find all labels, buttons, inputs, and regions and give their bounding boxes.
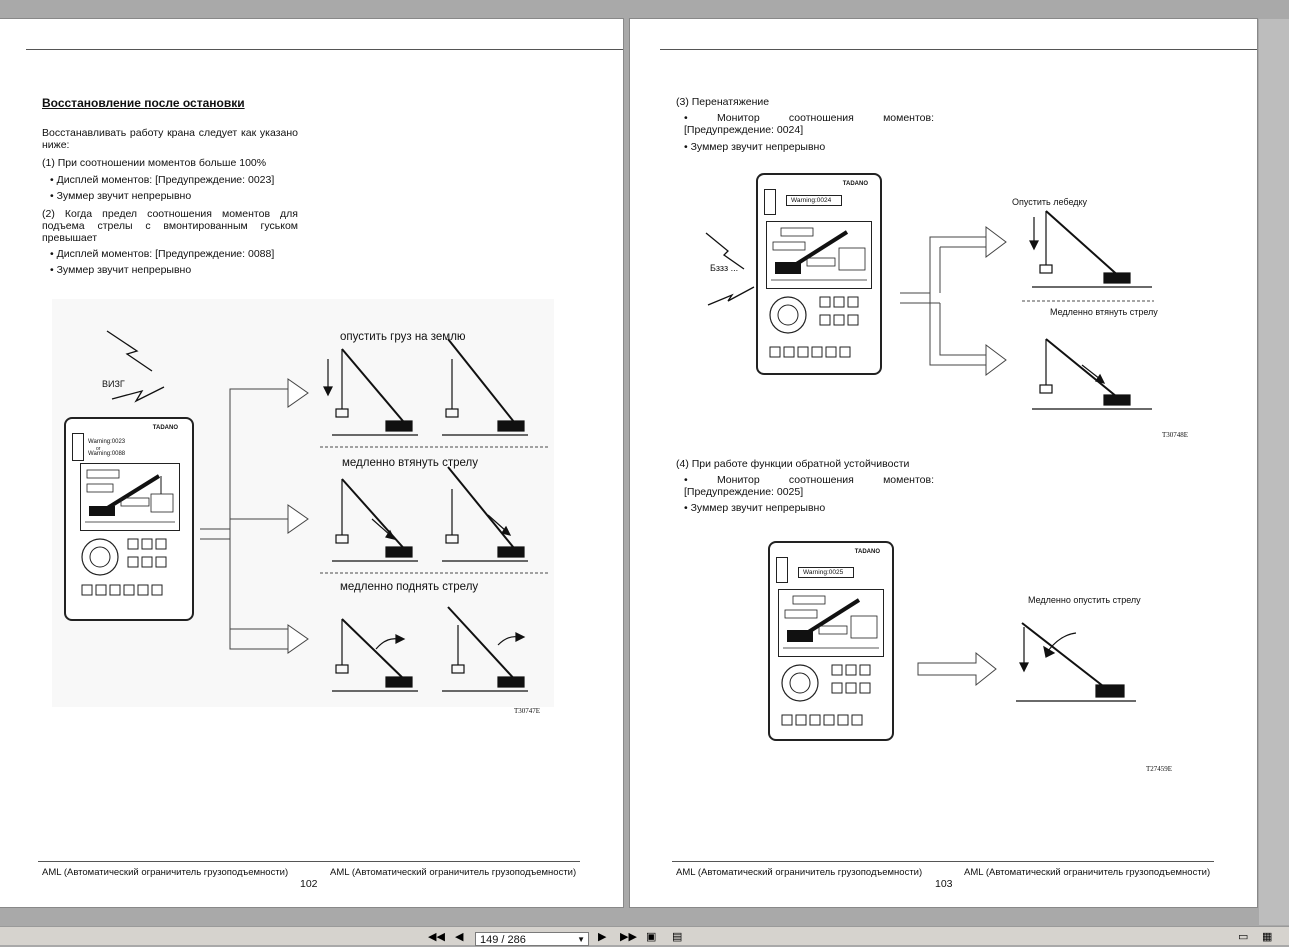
item-2: (2) Когда предел соотношения моментов дл…: [42, 208, 298, 244]
next-page-icon[interactable]: ▶: [598, 931, 607, 943]
chevron-down-icon[interactable]: ▼: [577, 935, 585, 944]
aml-panel: TADANO Warning:0025: [768, 541, 894, 741]
label-retract-boom: Медленно втянуть стрелу: [1050, 307, 1158, 317]
footer-rule: [672, 861, 1214, 862]
item-1: (1) При соотношении моментов больше 100%: [42, 157, 267, 169]
sound-lines-icon: [106, 330, 165, 403]
footer-right: AML (Автоматический ограничитель грузопо…: [330, 867, 577, 878]
control-buttons: [81, 538, 167, 596]
item-4-bullet-2: Зуммер звучит непрерывно: [684, 502, 826, 514]
label-lower-boom: Медленно опустить стрелу: [1028, 595, 1141, 605]
first-page-icon[interactable]: ◀◀: [428, 931, 445, 943]
page-number: 103: [935, 878, 953, 890]
control-buttons: [769, 296, 859, 358]
item-4-bullet-1: Монитор соотношения моментов: [Предупреж…: [684, 474, 934, 498]
branch-arrow-icon: [200, 378, 309, 654]
page-number-input[interactable]: 149 / 286 ▼: [475, 932, 589, 946]
label-retract-boom: медленно втянуть стрелу: [342, 457, 478, 469]
header-rule: [660, 49, 1257, 50]
moment-display: [778, 589, 884, 657]
item-3: (3) Перенатяжение: [676, 96, 770, 108]
figure-overwind: Бззз ... TADANO Warning:0024: [696, 169, 1196, 449]
warning-0023: Warning:0023: [88, 439, 126, 445]
warning-0088: Warning:0088: [88, 451, 126, 457]
section-heading: Восстановление после остановки: [42, 96, 245, 110]
figure-code: T30748E: [1162, 431, 1189, 439]
right-page: (3) Перенатяжение Монитор соотношения мо…: [630, 19, 1257, 907]
bottom-toolbar: ◀◀ ◀ 149 / 286 ▼ ▶ ▶▶ ▣ ▤ ▭ ▦: [0, 926, 1289, 946]
item-3-bullet-1: Монитор соотношения моментов: [Предупреж…: [684, 112, 934, 136]
footer-right: AML (Автоматический ограничитель грузопо…: [964, 867, 1211, 878]
warning-0025: Warning:0025: [798, 567, 855, 578]
figure-recovery: ВИЗГ TADANO Warning:0023 or Warning:0088: [52, 299, 554, 715]
right-arrow-icon: [917, 651, 997, 687]
brand-logo: TADANO: [854, 549, 880, 555]
last-page-icon[interactable]: ▶▶: [620, 931, 637, 943]
brand-logo: TADANO: [842, 181, 868, 187]
crane-illustration: [1016, 622, 1136, 702]
item-3-bullet-2: Зуммер звучит непрерывно: [684, 141, 826, 153]
forward-view-icon[interactable]: ▤: [672, 931, 683, 943]
branch-arrow-icon: [900, 226, 1007, 376]
scroll-buttons: [72, 433, 84, 461]
label-lower-winch: Опустить лебедку: [1012, 197, 1088, 207]
header-rule: [26, 49, 623, 50]
item-2-bullet-2: Зуммер звучит непрерывно: [50, 264, 192, 276]
prev-page-icon[interactable]: ◀: [455, 931, 464, 943]
layout-icon[interactable]: ▭: [1238, 931, 1249, 943]
item-1-bullet-1: Дисплей моментов: [Предупреждение: 0023]: [50, 174, 275, 186]
sound-label: ВИЗГ: [102, 379, 125, 389]
aml-panel: TADANO Warning:0024: [756, 173, 882, 375]
warning-0024: Warning:0024: [786, 195, 843, 206]
sound-lines-icon: [705, 232, 755, 306]
split-icon[interactable]: ▦: [1262, 931, 1273, 943]
moment-display: [766, 221, 872, 289]
figure-backward-stability: TADANO Warning:0025: [760, 539, 1200, 779]
label-raise-boom: медленно поднять стрелу: [340, 581, 479, 593]
warning-or: or: [96, 446, 101, 452]
brand-logo: TADANO: [152, 425, 178, 431]
label-lower-load: опустить груз на землю: [340, 331, 466, 343]
vertical-scrollbar[interactable]: [1259, 19, 1289, 925]
control-buttons: [781, 664, 871, 726]
crane-illustrations: [1022, 210, 1154, 410]
intro-text: Восстанавливать работу крана следует как…: [42, 127, 298, 151]
footer-rule: [38, 861, 580, 862]
sound-label: Бззз ...: [710, 263, 739, 273]
scroll-buttons: [764, 189, 776, 215]
page-number: 102: [300, 878, 318, 890]
crane-illustrations: [320, 338, 550, 692]
scroll-buttons: [776, 557, 788, 583]
item-2-bullet-1: Дисплей моментов: [Предупреждение: 0088]: [50, 248, 275, 260]
moment-display: [80, 463, 180, 531]
aml-panel: TADANO Warning:0023 or Warning:0088: [64, 417, 194, 621]
figure-code: T30747E: [514, 707, 541, 715]
left-page: Восстановление после остановки Восстанав…: [0, 19, 623, 907]
item-1-bullet-2: Зуммер звучит непрерывно: [50, 190, 192, 202]
footer-left: AML (Автоматический ограничитель грузопо…: [676, 867, 923, 878]
back-view-icon[interactable]: ▣: [646, 931, 657, 943]
item-4: (4) При работе функции обратной устойчив…: [676, 458, 910, 470]
figure-code: T27459E: [1146, 765, 1173, 773]
footer-left: AML (Автоматический ограничитель грузопо…: [42, 867, 289, 878]
